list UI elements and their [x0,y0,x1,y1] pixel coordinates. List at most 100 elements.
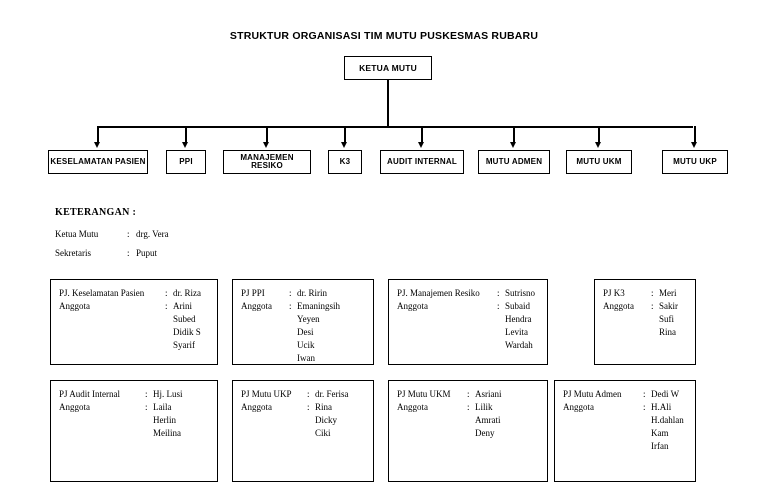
detail-value: Rina [315,402,332,413]
keterangan-row-ketua-mutu: Ketua Mutu : drg. Vera [55,229,169,239]
connector-arrow-7 [595,142,602,148]
org-node-ppi[interactable]: PPI [166,150,206,174]
keterangan-value: Puput [136,248,158,258]
detail-value: Meri [659,288,677,298]
detail-value: H.Ali [651,402,672,413]
detail-row-anggota: Anggota:Sakir [603,300,695,313]
detail-row-pj: PJ Mutu UKM: Asriani [397,388,547,401]
detail-row-pj: PJ PPI:dr. Ririn [241,287,373,300]
detail-row-pj: PJ. Keselamatan Pasien: dr. Riza [59,287,217,300]
detail-label: PJ Audit Internal [59,389,120,399]
detail-box-pj-mutu-ukm: PJ Mutu UKM:AsrianiAnggota:LilikAnggota:… [388,380,548,482]
connector-drop-2 [184,126,188,143]
detail-row-member: Anggota:Yeyen [241,313,373,326]
detail-colon: : [467,402,470,413]
detail-box-pj-k3: PJ K3: MeriAnggota:SakirAnggota:SufiAnggo… [594,279,696,365]
detail-label: PJ K3 [603,288,625,298]
connector-arrow-3 [263,142,270,148]
keterangan-row-sekretaris: Sekretaris : Puput [55,248,169,258]
keterangan-label: Ketua Mutu [55,229,99,239]
detail-row-member: Anggota:Meilina [59,427,217,440]
org-node-audit-internal[interactable]: AUDIT INTERNAL [380,150,464,174]
detail-value: Desi [297,327,314,338]
detail-row-member: Anggota:Subed [59,313,217,326]
detail-value: Ucik [297,340,315,351]
detail-row-member: Anggota:Syarif [59,339,217,352]
detail-label: Anggota [59,301,90,312]
org-node-k3[interactable]: K3 [328,150,362,174]
detail-label: PJ PPI [241,288,265,298]
org-node-label: MANAJEMEN RESIKO [240,152,294,170]
keterangan-value: drg. Vera [136,229,169,239]
detail-label: Anggota [241,301,272,312]
detail-value: Yeyen [297,314,320,325]
detail-label: PJ Mutu UKM [397,389,451,399]
connector-arrow-5 [418,142,425,148]
detail-row-anggota: Anggota:Lilik [397,401,547,414]
detail-value: Hendra [505,314,532,325]
detail-value: Hj. Lusi [153,389,183,399]
detail-colon: : [651,288,654,298]
detail-row-member: Anggota:Hendra [397,313,547,326]
detail-colon: : [643,402,646,413]
detail-row-member: Anggota:Desi [241,326,373,339]
detail-value: Subaid [505,301,531,312]
detail-row-member: Anggota:Rina [603,326,695,339]
detail-row-member: Anggota:Kam [563,427,695,440]
detail-row-anggota: Anggota:H.Ali [563,401,695,414]
org-node-label: K3 [339,156,351,166]
detail-value: Dicky [315,415,337,426]
detail-row-pj: PJ Mutu UKP:dr. Ferisa [241,388,373,401]
detail-row-member: Anggota:Irfan [563,440,695,453]
org-node-mutu-ukm[interactable]: MUTU UKM [566,150,632,174]
detail-value: Subed [173,314,196,325]
detail-row-anggota: Anggota:Laila [59,401,217,414]
connector-arrow-2 [182,142,189,148]
detail-colon: : [289,288,292,298]
connector-stem-vertical [387,80,390,128]
detail-colon: : [165,288,168,298]
connector-arrow-4 [341,142,348,148]
detail-value: Amrati [475,415,501,426]
detail-value: Ciki [315,428,331,439]
detail-value: Lilik [475,402,493,413]
connector-drop-1 [96,126,100,143]
org-node-manajemen-resiko[interactable]: MANAJEMEN RESIKO [223,150,311,174]
detail-row-member: Anggota:Herlin [59,414,217,427]
detail-row-pj: PJ Audit Internal:Hj. Lusi [59,388,217,401]
detail-label: Anggota [603,301,634,312]
org-node-keselamatan-pasien[interactable]: KESELAMATAN PASIEN [48,150,148,174]
connector-arrow-6 [510,142,517,148]
detail-value: dr. Riza [173,288,201,298]
detail-row-anggota: Anggota:Emaningsih [241,300,373,313]
detail-label: PJ Mutu UKP [241,389,292,399]
detail-value: Didik S [173,327,201,338]
org-node-mutu-admen[interactable]: MUTU ADMEN [478,150,550,174]
detail-row-anggota: Anggota:Rina [241,401,373,414]
connector-drop-5 [420,126,424,143]
detail-row-anggota: Anggota:Subaid [397,300,547,313]
detail-value: Rina [659,327,676,338]
detail-label: PJ. Manajemen Resiko [397,288,480,298]
detail-box-pj-audit-internal: PJ Audit Internal:Hj. LusiAnggota:LailaA… [50,380,218,482]
detail-value: Deny [475,428,495,439]
detail-colon: : [145,402,148,413]
detail-value: Herlin [153,415,176,426]
detail-value: Sakir [659,301,678,312]
connector-arrow-1 [94,142,101,148]
detail-colon: : [643,389,646,399]
detail-row-member: Anggota:Iwan [241,352,373,365]
org-node-ketua-mutu[interactable]: KETUA MUTU [344,56,432,80]
detail-colon: : [497,288,500,298]
connector-bus-horizontal [97,126,693,129]
detail-value: Emaningsih [297,301,340,312]
connector-drop-4 [343,126,347,143]
detail-label: PJ. Keselamatan Pasien [59,288,145,298]
org-node-mutu-ukp[interactable]: MUTU UKP [662,150,728,174]
detail-row-member: Anggota:Sufi [603,313,695,326]
detail-colon: : [467,389,470,399]
detail-row-member: Anggota:H.dahlan [563,414,695,427]
detail-value: Asriani [475,389,502,399]
